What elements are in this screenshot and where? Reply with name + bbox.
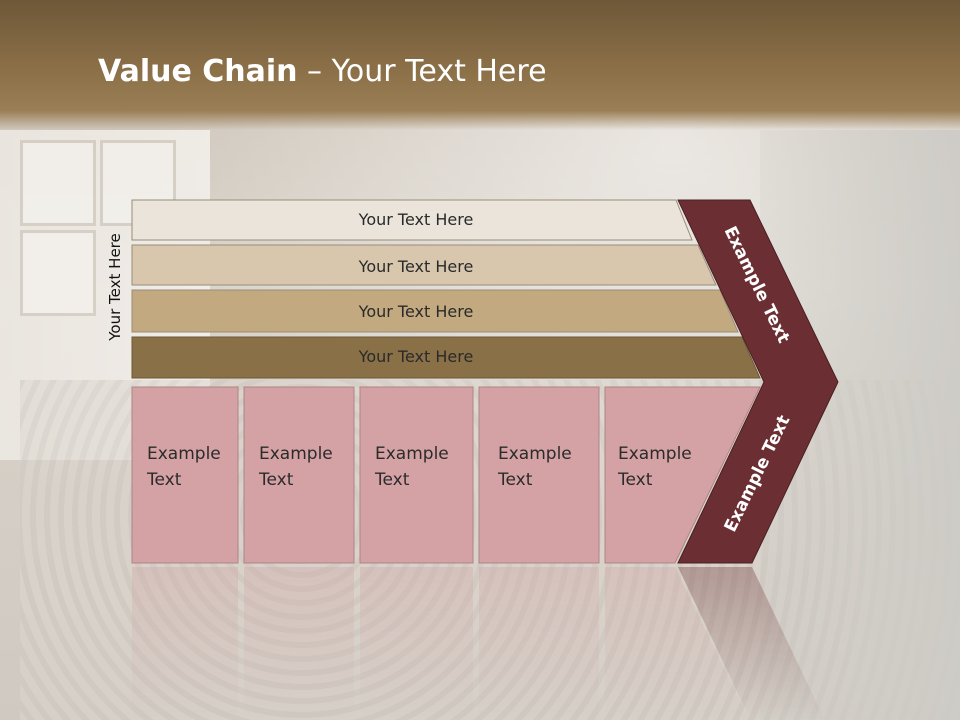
primary-box-5-line1: Example [618,444,692,464]
title-bar [0,0,960,130]
primary-box-4-line1: Example [498,444,572,464]
title-rest: – Your Text Here [297,54,547,89]
primary-box-1-line1: Example [147,444,221,464]
support-bar-3 [131,289,739,333]
support-bar-3-label: Your Text Here [358,302,474,321]
primary-box-2-line1: Example [259,444,333,464]
primary-box-5-line2: Text [617,470,653,490]
slide-title: Value Chain – Your Text Here [98,54,547,89]
support-bar-4-label: Your Text Here [358,347,474,366]
primary-box-1-line2: Text [146,470,182,490]
primary-box-1 [131,386,239,564]
diagram-reflection [132,567,825,720]
primary-box-4 [478,386,600,564]
primary-box-4-line2: Text [497,470,533,490]
support-bar-1 [131,199,693,241]
support-bar-2 [131,244,717,286]
primary-box-3-line2: Text [374,470,410,490]
primary-box-3 [359,386,474,564]
support-bar-4 [131,336,761,379]
margin-chevron [677,199,839,564]
support-bar-1-label: Your Text Here [358,210,474,229]
primary-box-3-line1: Example [375,444,449,464]
primary-box-2 [243,386,355,564]
support-bar-2-label: Your Text Here [358,257,474,276]
primary-box-2-line2: Text [258,470,294,490]
title-bold: Value Chain [98,54,298,89]
primary-box-5 [604,386,761,564]
